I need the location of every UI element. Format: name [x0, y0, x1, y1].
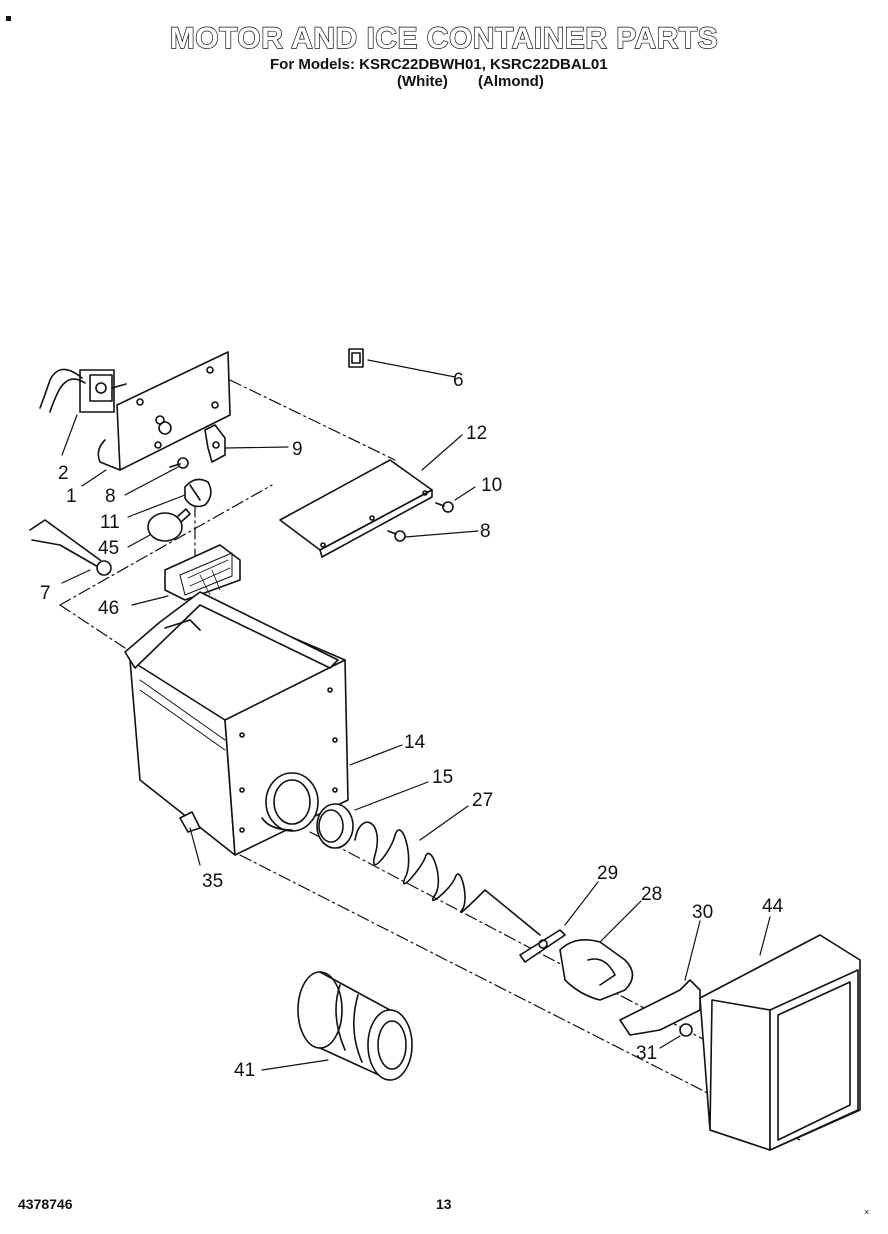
clip-part-6: [348, 348, 364, 368]
callout-12: 12: [466, 423, 487, 444]
callout-44: 44: [762, 896, 784, 917]
light-socket: [184, 478, 212, 508]
callout-31: 31: [636, 1043, 657, 1064]
nut: [679, 1023, 693, 1037]
callout-1: 1: [66, 486, 77, 507]
bracket-part-9: [204, 424, 226, 463]
callout-6: 6: [453, 370, 464, 391]
corner-mark-bottom: ×: [864, 1207, 870, 1217]
light-bulb: [147, 508, 191, 542]
coupling: [297, 971, 413, 1081]
screw-10: [435, 501, 454, 513]
motor-mounting-plate: [97, 351, 231, 471]
callout-35: 35: [202, 871, 223, 892]
callout-8-upper: 8: [105, 486, 116, 507]
bearing: [316, 803, 354, 849]
callout-30: 30: [692, 902, 713, 923]
front-cover: [699, 934, 861, 1151]
callout-45: 45: [98, 538, 119, 559]
leader-lines: [61, 359, 771, 1071]
page-number: 13: [436, 1196, 452, 1212]
auger-spring: [354, 821, 541, 936]
callout-15: 15: [432, 767, 453, 788]
cover-plate: [279, 459, 433, 558]
retainer: [519, 929, 566, 963]
ice-container: [124, 591, 349, 856]
callout-27: 27: [472, 790, 493, 811]
motor: [39, 368, 127, 413]
callout-46: 46: [98, 598, 119, 619]
model-numbers: For Models: KSRC22DBWH01, KSRC22DBAL01: [270, 56, 608, 73]
callout-7: 7: [40, 583, 51, 604]
callout-8-lower: 8: [480, 521, 491, 542]
wiring-harness: [29, 519, 112, 576]
variant-white: (White): [397, 73, 448, 90]
document-number: 4378746: [18, 1196, 73, 1212]
agitator: [559, 939, 634, 1001]
callout-2: 2: [58, 463, 69, 484]
variant-almond: (Almond): [478, 73, 544, 90]
page-title: MOTOR AND ICE CONTAINER PARTS: [169, 21, 719, 55]
callout-29: 29: [597, 863, 618, 884]
callout-10: 10: [481, 475, 502, 496]
callout-9: 9: [292, 439, 303, 460]
callout-41: 41: [234, 1060, 255, 1081]
light-shield: [164, 544, 241, 601]
bracket-part-30: [619, 979, 701, 1036]
screw-8-lower: [387, 530, 406, 542]
callout-11: 11: [100, 512, 120, 533]
screw-35: [179, 811, 201, 833]
callout-14: 14: [404, 732, 426, 753]
screw-8-upper: [169, 457, 189, 469]
callout-28: 28: [641, 884, 662, 905]
corner-mark: [6, 16, 11, 21]
